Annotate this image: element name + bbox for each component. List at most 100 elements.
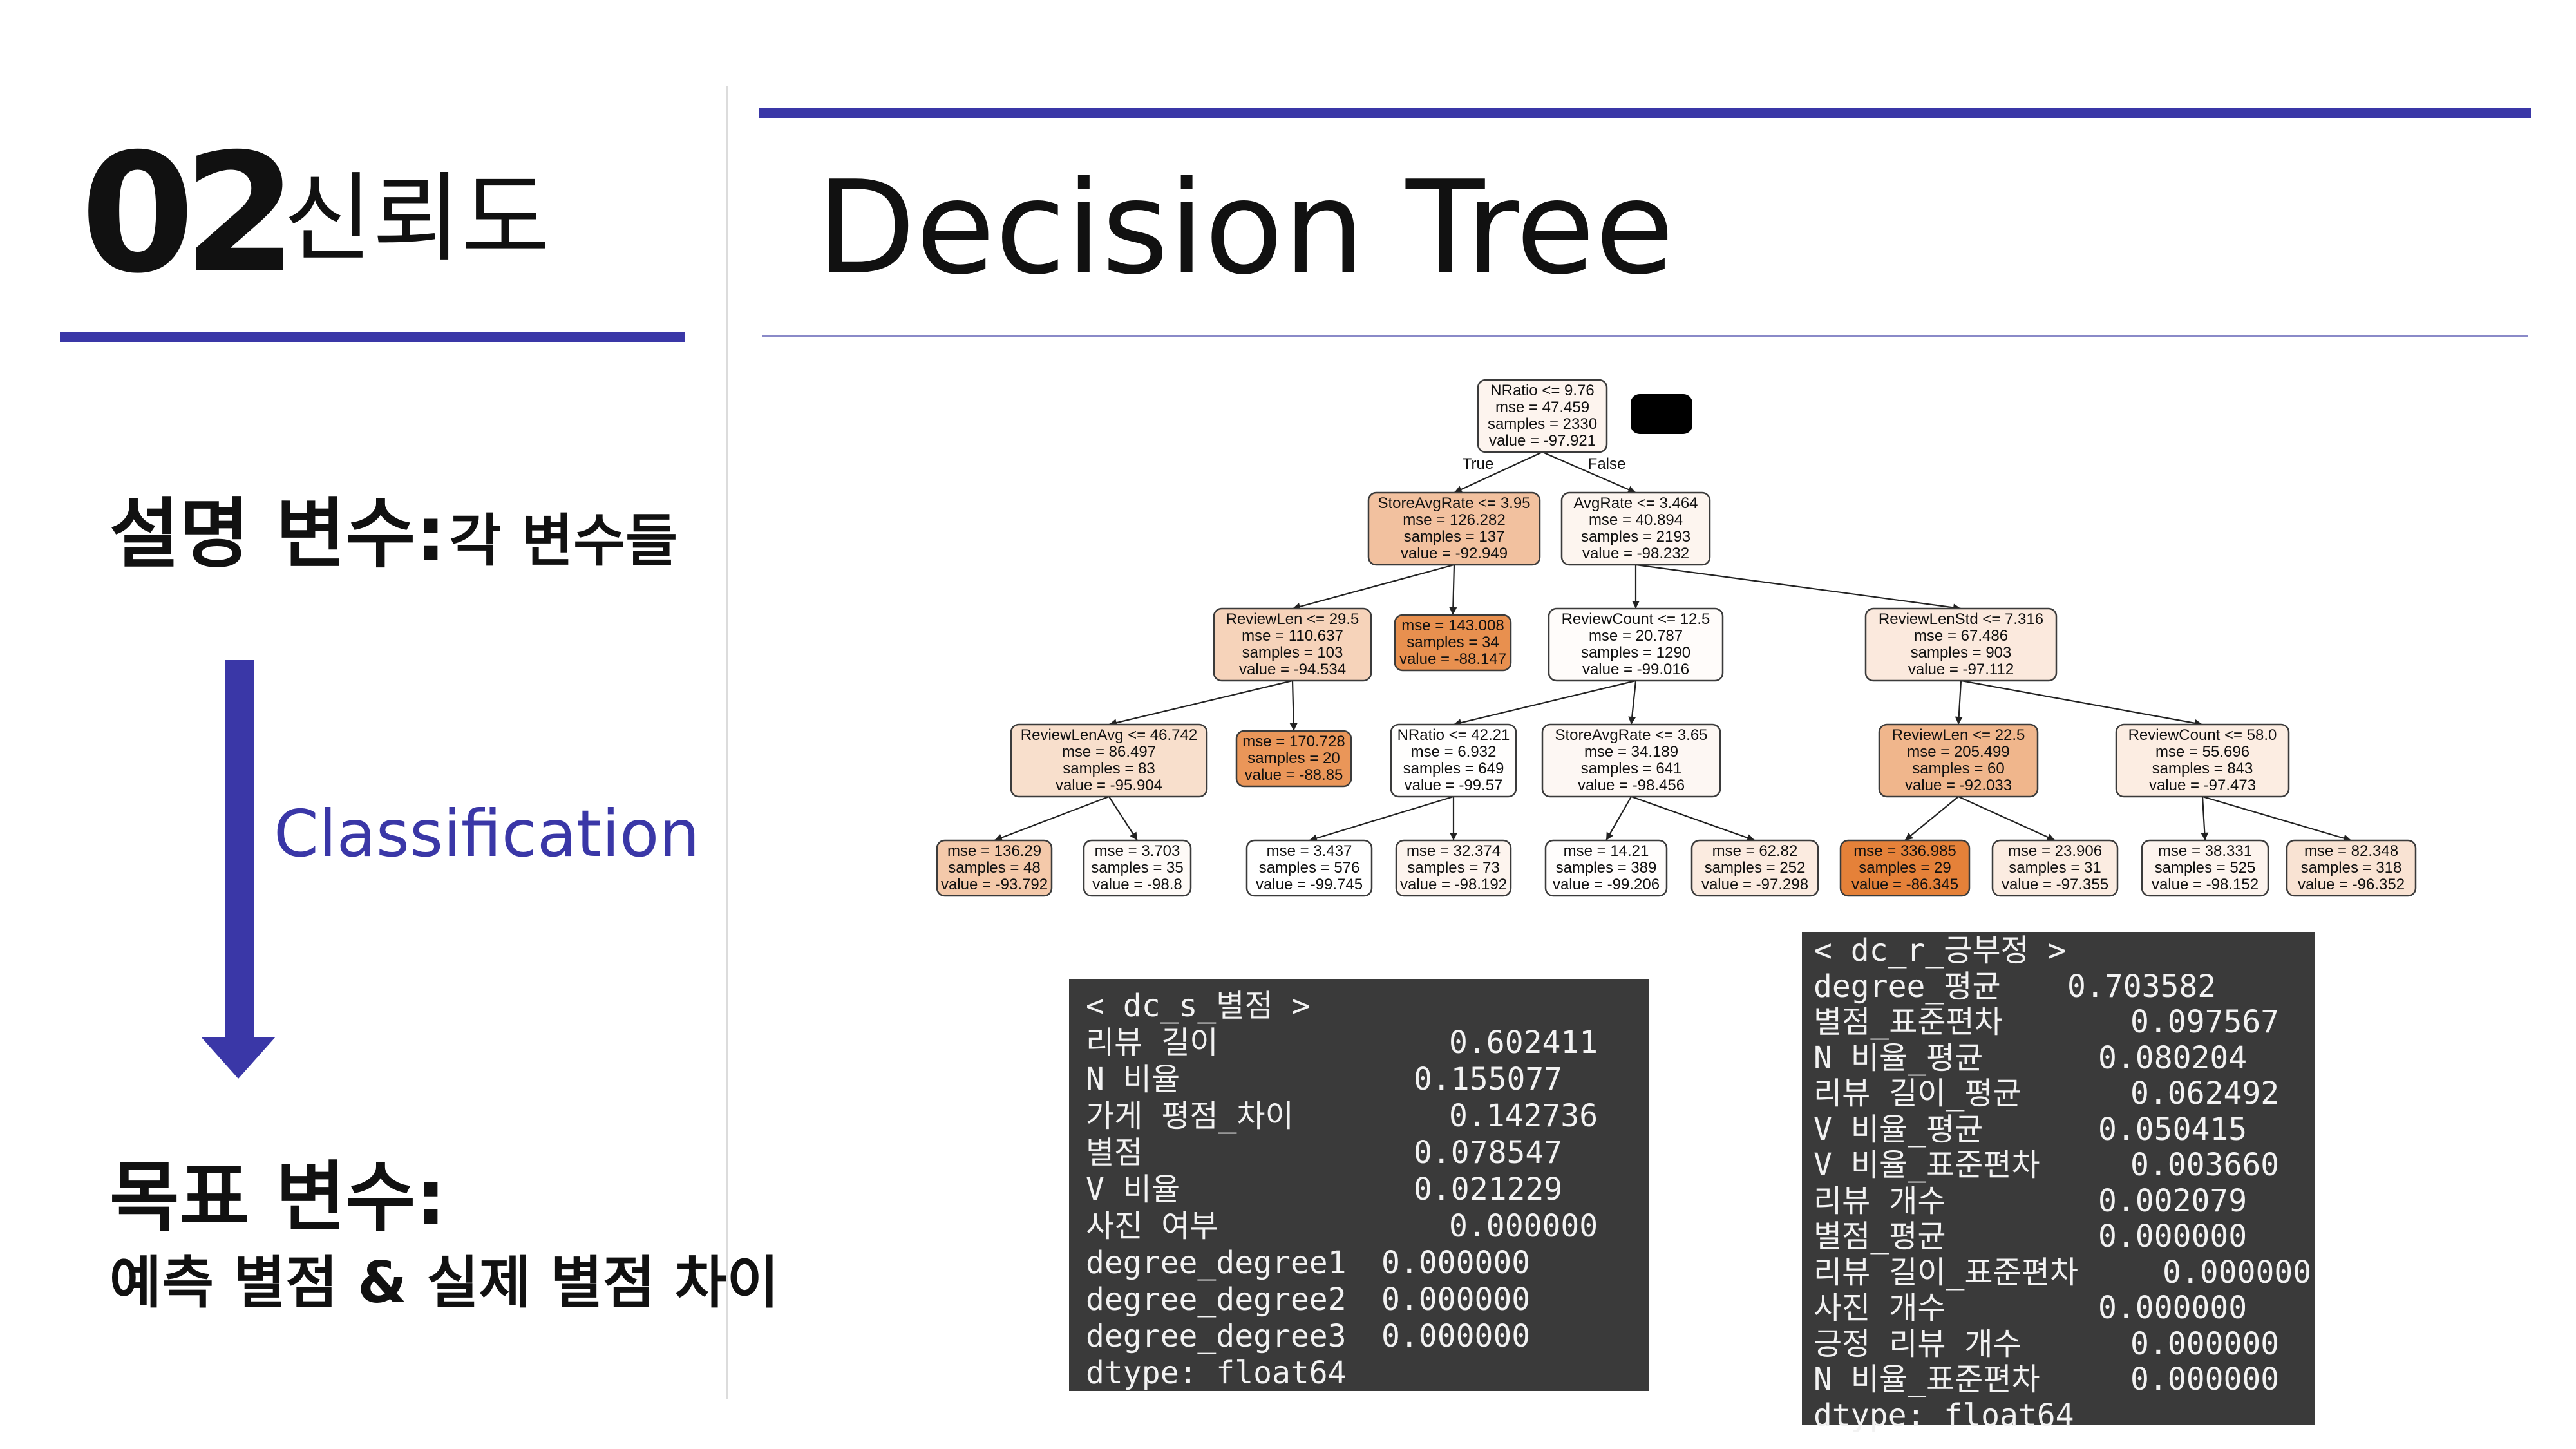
tree-node-box — [1541, 723, 1721, 798]
tree-node-text: value = -96.352 — [2298, 876, 2405, 893]
tree-edge — [1292, 564, 1455, 610]
down-arrow-icon — [201, 660, 276, 1079]
tree-node-box — [936, 839, 1053, 897]
tree-node-text: samples = 48 — [948, 859, 1040, 876]
panel-dtype: dtype: float64 — [1814, 1397, 2074, 1434]
tree-edge — [1958, 795, 2056, 842]
tree-node-box — [1394, 614, 1512, 672]
tree-node-text: ReviewCount <= 12.5 — [1562, 611, 1710, 628]
tree-node-text: value = -99.57 — [1405, 777, 1503, 794]
tree-node-text: StoreAvgRate <= 3.65 — [1555, 726, 1707, 744]
importance-feature-value: 0.602411 — [1449, 1025, 1598, 1061]
tree-node-text: samples = 103 — [1242, 644, 1343, 661]
tree-node-text: mse = 67.486 — [1914, 627, 2008, 645]
importance-feature-name: V 비율_평균 — [1814, 1111, 1984, 1148]
tree-node-box — [1395, 839, 1512, 897]
tree-node-box — [1235, 730, 1352, 788]
tree-node-text: ReviewCount <= 58.0 — [2128, 726, 2277, 744]
importance-feature-name: V 비율 — [1086, 1171, 1180, 1208]
tree-node-box — [1245, 839, 1373, 897]
importance-feature-name: N 비율_평균 — [1814, 1039, 1984, 1076]
tree-edge-arrowhead — [1454, 486, 1463, 493]
importance-feature-value: 0.000000 — [2163, 1254, 2312, 1291]
tree-node-text: ReviewLenAvg <= 46.742 — [1021, 726, 1197, 744]
tree-node-box — [1690, 839, 1819, 897]
importance-feature-value: 0.050415 — [2098, 1111, 2248, 1148]
tree-node-box — [1010, 723, 1208, 798]
tree-node-text: AvgRate <= 3.464 — [1573, 495, 1698, 512]
tree-node-text: mse = 20.787 — [1589, 627, 1683, 645]
importance-feature-value: 0.000000 — [2098, 1218, 2248, 1255]
tree-node-text: mse = 143.008 — [1401, 617, 1504, 634]
tree-node-box — [2115, 723, 2290, 798]
explanatory-label: 설명 변수: — [109, 489, 446, 578]
tree-node-text: samples = 525 — [2155, 859, 2256, 876]
tree-node-text: ReviewLen <= 29.5 — [1226, 611, 1359, 628]
importance-feature-name: 리뷰 길이 — [1086, 1025, 1218, 1061]
tree-edge-arrowhead — [1628, 716, 1636, 724]
tree-edge — [1108, 796, 1138, 841]
importance-feature-value: 0.000000 — [2130, 1361, 2280, 1397]
tree-node-text: mse = 34.189 — [1584, 743, 1678, 761]
tree-node-text: mse = 40.894 — [1589, 511, 1683, 529]
tree-node-text: value = -97.355 — [2002, 876, 2108, 893]
tree-node-box — [1390, 723, 1517, 798]
tree-node-text: samples = 903 — [1911, 644, 2012, 661]
importance-feature-name: 별점_표준편차 — [1814, 1004, 2003, 1040]
tree-node-text: samples = 843 — [2152, 760, 2253, 777]
target-variable-label: 목표 변수: — [109, 1153, 446, 1242]
tree-node-text: value = -99.016 — [1582, 661, 1689, 678]
tree-edge-arrowhead — [994, 834, 1003, 842]
tree-edge — [1631, 795, 1756, 842]
column-divider — [726, 86, 728, 1399]
tree-node-box — [1477, 379, 1608, 453]
tree-node-text: value = -93.792 — [941, 876, 1048, 893]
importance-feature-value: 0.003660 — [2130, 1147, 2280, 1183]
importance-feature-value: 0.703582 — [2067, 968, 2217, 1005]
tree-node-text: samples = 34 — [1406, 634, 1499, 651]
tree-node-text: mse = 62.82 — [1712, 842, 1798, 860]
tree-node-text: value = -97.473 — [2149, 777, 2256, 794]
tree-node-text: value = -99.745 — [1256, 876, 1363, 893]
tree-edge-arrowhead — [2201, 832, 2209, 840]
tree-edge-arrowhead — [1632, 601, 1640, 609]
importance-feature-name: 별점_평균 — [1814, 1218, 1946, 1255]
importance-feature-name: N 비율_표준편차 — [1814, 1361, 2040, 1397]
tree-node-text: NRatio <= 9.76 — [1490, 382, 1594, 399]
tree-node-text: samples = 2330 — [1488, 415, 1597, 433]
importance-feature-value: 0.000000 — [1381, 1282, 1531, 1318]
importance-feature-value: 0.062492 — [2130, 1075, 2280, 1112]
tree-node-box — [1864, 607, 2058, 682]
tree-node-text: samples = 35 — [1091, 859, 1183, 876]
tree-node-text: mse = 110.637 — [1242, 627, 1343, 645]
tree-node-box — [1878, 723, 2039, 798]
tree-node-text: samples = 73 — [1407, 859, 1499, 876]
tree-node-text: value = -92.033 — [1905, 777, 2012, 794]
tree-node-text: samples = 29 — [1859, 859, 1951, 876]
tree-node-text: value = -97.112 — [1908, 661, 2014, 678]
importance-feature-value: 0.078547 — [1414, 1135, 1563, 1171]
tree-node-text: mse = 205.499 — [1907, 743, 2009, 761]
importance-feature-name: 가게 평점_차이 — [1086, 1098, 1294, 1134]
tree-edge-arrowhead — [1905, 832, 1914, 840]
tree-node-text: mse = 336.985 — [1853, 842, 1956, 860]
tree-node-box — [1560, 491, 1711, 566]
importance-feature-value: 0.097567 — [2130, 1004, 2280, 1040]
importance-feature-value: 0.000000 — [2098, 1290, 2248, 1326]
tree-node-text: samples = 1290 — [1581, 644, 1690, 661]
panel-dtype: dtype: float64 — [1086, 1355, 1347, 1391]
